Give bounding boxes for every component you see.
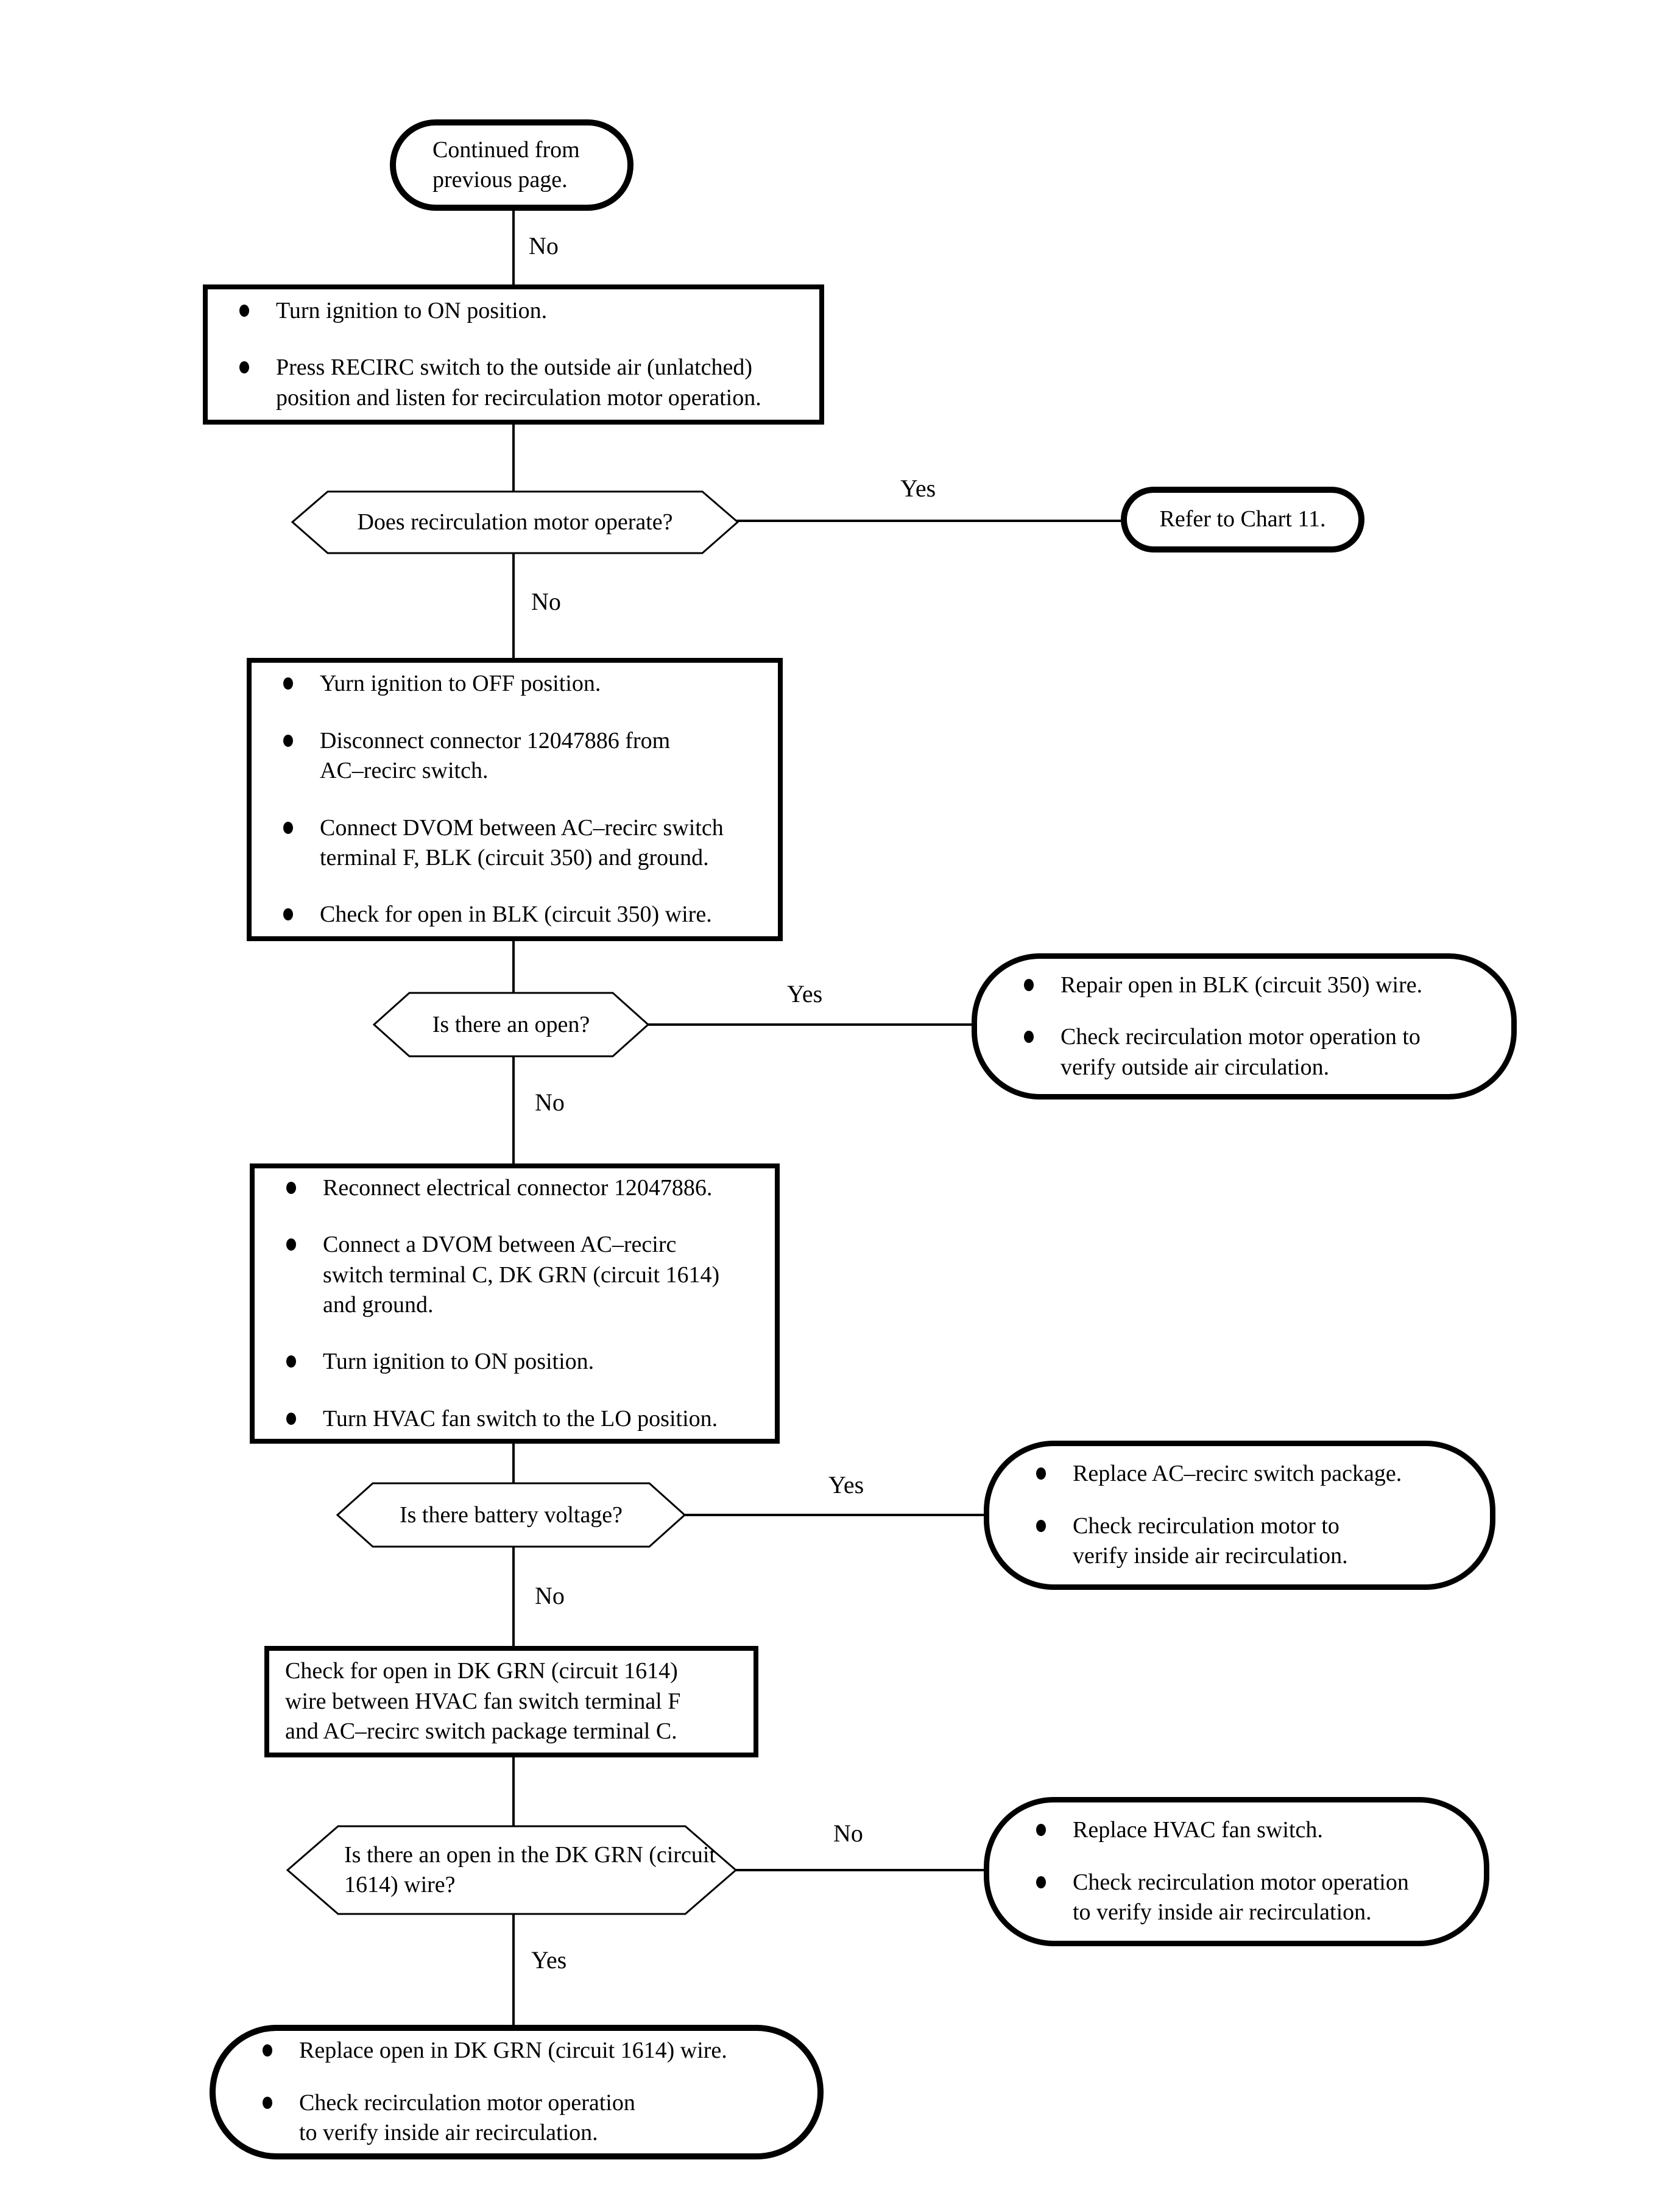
step: Check recirculation motor to verify insi… bbox=[1023, 1511, 1490, 1572]
decision-text: Is there battery voltage? bbox=[399, 1502, 623, 1528]
step: Repair open in BLK (circuit 350) wire. bbox=[1011, 970, 1511, 1000]
step: Check recirculation motor operation to v… bbox=[249, 2088, 817, 2148]
edge-label-dec4-no: No bbox=[833, 1820, 863, 1847]
step-text: Repair open in BLK (circuit 350) wire. bbox=[1061, 972, 1423, 998]
decision-shape bbox=[336, 1482, 686, 1548]
terminator-replace-dkgrn-open: Replace open in DK GRN (circuit 1614) wi… bbox=[210, 2025, 824, 2159]
step: Check for open in BLK (circuit 350) wire… bbox=[270, 900, 760, 930]
step-text: Replace open in DK GRN (circuit 1614) wi… bbox=[299, 2038, 727, 2064]
step: Replace HVAC fan switch. bbox=[1023, 1815, 1484, 1845]
decision-text: Is there an open in the DK GRN (circuit … bbox=[344, 1842, 716, 1898]
bullet-icon bbox=[286, 1412, 296, 1425]
bullet-icon bbox=[263, 2044, 272, 2057]
bullet-icon bbox=[1036, 1876, 1046, 1888]
step-text: Connect a DVOM between AC–recirc switch … bbox=[323, 1232, 720, 1318]
result-repair-blk-open: Repair open in BLK (circuit 350) wire. C… bbox=[972, 953, 1517, 1100]
decision-is-there-open: Is there an open? bbox=[373, 992, 649, 1057]
decision-motor-operate: Does recirculation motor operate? bbox=[291, 490, 739, 554]
edge-label-dec3-yes: Yes bbox=[828, 1471, 864, 1499]
result-replace-recirc-switch: Replace AC–recirc switch package. Check … bbox=[984, 1441, 1495, 1590]
bullet-icon bbox=[283, 908, 293, 921]
step: Check recirculation motor operation to v… bbox=[1023, 1868, 1484, 1928]
decision-shape bbox=[373, 992, 649, 1057]
process-check-blk-open: Yurn ignition to OFF position. Disconnec… bbox=[247, 658, 783, 941]
process-check-recirc-motor: Turn ignition to ON position. Press RECI… bbox=[203, 284, 824, 425]
bullet-icon bbox=[286, 1238, 296, 1251]
step: Disconnect connector 12047886 from AC–re… bbox=[270, 726, 760, 786]
edge-label-dec4-yes: Yes bbox=[531, 1946, 567, 1974]
decision-text: Is there an open? bbox=[432, 1011, 590, 1037]
bullet-icon bbox=[1036, 1467, 1046, 1480]
step: Yurn ignition to OFF position. bbox=[270, 669, 760, 699]
decision-dkgrn-open: Is there an open in the DK GRN (circuit … bbox=[286, 1824, 737, 1916]
terminator-start-text: Continued from previous page. bbox=[432, 136, 580, 192]
process-check-dkgrn-open: Check for open in DK GRN (circuit 1614) … bbox=[264, 1646, 758, 1757]
bullet-icon bbox=[1024, 978, 1034, 991]
result-replace-hvac-fan-switch: Replace HVAC fan switch. Check recircula… bbox=[984, 1797, 1489, 1946]
step-text: Check recirculation motor operation to v… bbox=[1073, 1869, 1409, 1926]
edge-label-start-no: No bbox=[529, 232, 559, 259]
bullet-icon bbox=[286, 1181, 296, 1194]
terminator-start: Continued from previous page. bbox=[390, 119, 634, 211]
step-text: Turn HVAC fan switch to the LO position. bbox=[323, 1405, 718, 1432]
step: Turn HVAC fan switch to the LO position. bbox=[273, 1404, 757, 1434]
step-text: Replace AC–recirc switch package. bbox=[1073, 1461, 1402, 1487]
step-text: Replace HVAC fan switch. bbox=[1073, 1817, 1323, 1843]
decision-shape bbox=[291, 490, 739, 554]
terminator-refer-chart-11: Refer to Chart 11. bbox=[1121, 487, 1364, 552]
step: Connect a DVOM between AC–recirc switch … bbox=[273, 1230, 757, 1320]
step: Replace AC–recirc switch package. bbox=[1023, 1459, 1490, 1489]
step-text: Yurn ignition to OFF position. bbox=[320, 671, 601, 697]
step-text: Check recirculation motor operation to v… bbox=[1061, 1024, 1421, 1080]
decision-text: Does recirculation motor operate? bbox=[357, 509, 673, 535]
edge-label-dec3-no: No bbox=[535, 1582, 565, 1609]
process-text: Check for open in DK GRN (circuit 1614) … bbox=[285, 1658, 681, 1745]
process-check-battery-voltage: Reconnect electrical connector 12047886.… bbox=[250, 1163, 780, 1444]
bullet-icon bbox=[263, 2096, 272, 2109]
step-text: Connect DVOM between AC–recirc switch te… bbox=[320, 814, 724, 870]
bullet-icon bbox=[239, 304, 249, 317]
step-text: Turn ignition to ON position. bbox=[323, 1349, 595, 1375]
decision-shape bbox=[286, 1825, 737, 1915]
edge-label-dec1-no: No bbox=[531, 588, 561, 615]
step-text: Disconnect connector 12047886 from AC–re… bbox=[320, 727, 671, 784]
step-text: Check recirculation motor operation to v… bbox=[299, 2089, 635, 2146]
edge-label-dec1-yes: Yes bbox=[900, 475, 936, 502]
decision-battery-voltage: Is there battery voltage? bbox=[336, 1482, 686, 1548]
step-text: Check recirculation motor to verify insi… bbox=[1073, 1513, 1348, 1569]
bullet-icon bbox=[286, 1355, 296, 1368]
step: Turn ignition to ON position. bbox=[226, 296, 801, 326]
step-text: Turn ignition to ON position. bbox=[276, 297, 548, 323]
step: Turn ignition to ON position. bbox=[273, 1347, 757, 1377]
step: Check recirculation motor operation to v… bbox=[1011, 1022, 1511, 1082]
bullet-icon bbox=[283, 734, 293, 747]
step: Reconnect electrical connector 12047886. bbox=[273, 1173, 757, 1203]
bullet-icon bbox=[283, 677, 293, 690]
edge-label-dec2-yes: Yes bbox=[787, 980, 823, 1008]
bullet-icon bbox=[1036, 1519, 1046, 1532]
step: Connect DVOM between AC–recirc switch te… bbox=[270, 813, 760, 874]
bullet-icon bbox=[283, 821, 293, 834]
edge-label-dec2-no: No bbox=[535, 1089, 565, 1116]
step: Replace open in DK GRN (circuit 1614) wi… bbox=[249, 2036, 817, 2066]
step-text: Check for open in BLK (circuit 350) wire… bbox=[320, 902, 712, 928]
step: Press RECIRC switch to the outside air (… bbox=[226, 353, 801, 413]
bullet-icon bbox=[239, 361, 249, 374]
terminator-refer-text: Refer to Chart 11. bbox=[1159, 506, 1326, 532]
step-text: Press RECIRC switch to the outside air (… bbox=[276, 355, 761, 411]
bullet-icon bbox=[1024, 1031, 1034, 1043]
bullet-icon bbox=[1036, 1824, 1046, 1837]
step-text: Reconnect electrical connector 12047886. bbox=[323, 1174, 713, 1201]
